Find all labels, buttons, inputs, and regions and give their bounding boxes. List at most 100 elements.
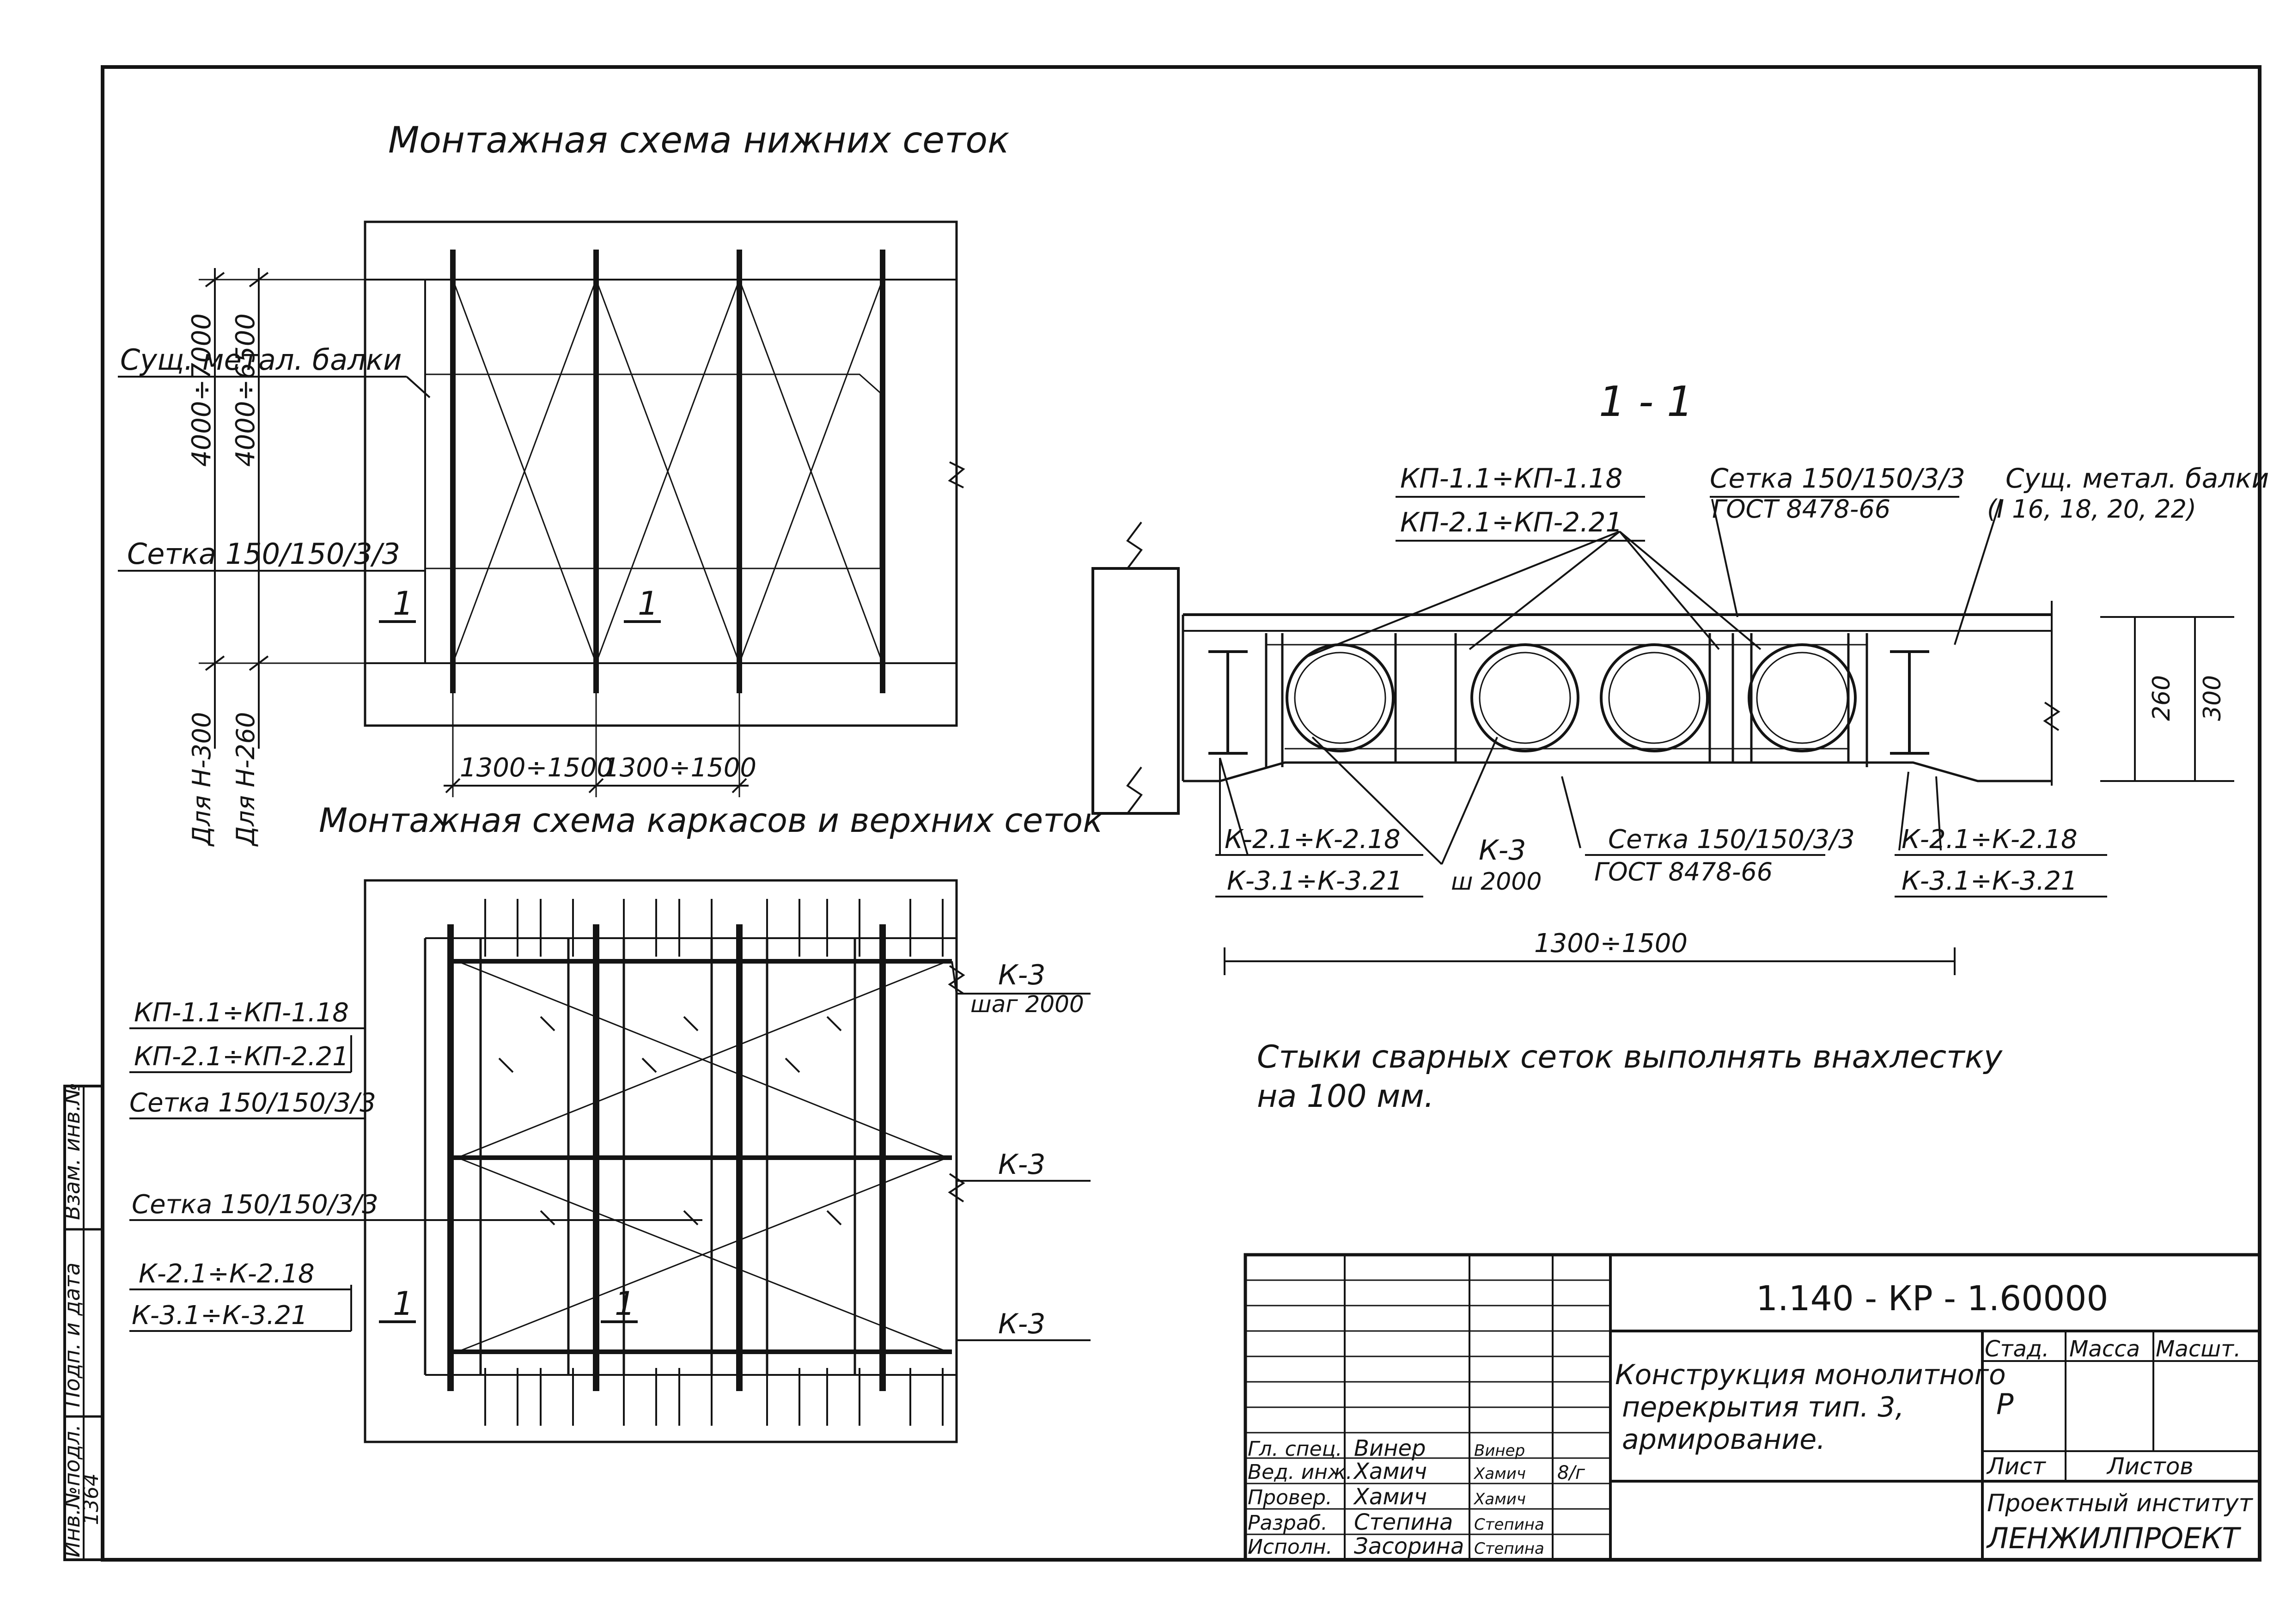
bottom-step-dimensions [444, 693, 749, 797]
section-drawing [1091, 521, 2060, 815]
bottom-label-beams: Сущ. метал. балки [120, 343, 402, 377]
role-sign-3: Степина [1474, 1515, 1544, 1534]
role-sign-2: Хамич [1473, 1490, 1526, 1508]
title-doc-code: 1.140 - КР - 1.60000 [1756, 1279, 2109, 1319]
frame-scheme-title: Монтажная схема каркасов и верхних сеток [319, 801, 1103, 840]
section-label-k3-left: К-3.1÷К-3.21 [1227, 866, 1403, 896]
section-slab-bottom [1183, 761, 2052, 782]
bottom-plan-break-mark [948, 461, 965, 488]
section-label-kp2: КП-2.1÷КП-2.21 [1400, 507, 1622, 538]
role-sign-0: Винер [1474, 1441, 1525, 1460]
title-sheets-label: Листов [2106, 1453, 2194, 1480]
role-date-1: 8/г [1557, 1462, 1585, 1484]
bottom-dim-height-b: Для H-260 [231, 712, 260, 847]
frame-mesh-crosses [457, 960, 948, 1353]
section-label-mesh-bottom: Сетка 150/150/3/3 [1608, 824, 1855, 855]
title-roles: Гл. спец. Винер Винер Вед. инж. Хамич Ха… [1248, 1435, 1585, 1559]
role-sign-4: Степина [1474, 1539, 1544, 1558]
bottom-mesh-crosses [452, 279, 884, 664]
section-void-1 [1286, 643, 1395, 752]
bottom-dim-step-a: 1300÷1500 [460, 753, 613, 783]
leader-beams-bottom-tick [406, 376, 431, 398]
section-dim-300: 300 [2199, 675, 2226, 721]
title-col-mass: Масса [2069, 1336, 2140, 1362]
section-frame-verticals [1265, 633, 1868, 767]
frame-label-mesh-a: Сетка 150/150/3/3 [129, 1088, 376, 1118]
section-dim-260: 260 [2148, 675, 2176, 721]
role-2: Провер. [1248, 1486, 1332, 1509]
frame-plan-outline [364, 879, 958, 1443]
side-stamp-col3: Взам. инв.№ [60, 1082, 85, 1220]
section-label-k2-right: К-2.1÷К-2.18 [1902, 824, 2078, 855]
section-label-mesh: Сетка 150/150/3/3 [1710, 463, 1965, 494]
bottom-mesh-title: Монтажная схема нижних сеток [388, 120, 1009, 161]
frame-plan-bottom-hatch [484, 1368, 944, 1426]
section-label-k3-right: К-3.1÷К-3.21 [1902, 866, 2078, 896]
title-sheet-label: Лист [1986, 1453, 2047, 1480]
section-label-beams-sizes: (I 16, 18, 20, 22) [1987, 495, 2196, 524]
side-stamp-inv-number: 1364 [79, 1473, 103, 1525]
section-label-beams: Сущ. метал. балки [2006, 463, 2269, 494]
role-sign-1: Хамич [1473, 1465, 1526, 1483]
title-org-line-2: ЛЕНЖИЛПРОЕКТ [1986, 1521, 2241, 1555]
bottom-label-mesh: Сетка 150/150/3/3 [127, 537, 400, 571]
role-0: Гл. спец. [1248, 1437, 1342, 1461]
section-dim-span: 1300÷1500 [1534, 928, 1688, 959]
frame-label-k2: К-2.1÷К-2.18 [139, 1259, 315, 1289]
section-void-4 [1748, 643, 1857, 752]
role-3: Разраб. [1248, 1511, 1328, 1535]
section-ibeam-left [1208, 650, 1248, 755]
section-title: 1 - 1 [1599, 378, 1693, 426]
frame-plan: 1 1 [364, 879, 965, 1443]
frame-section-mark-left: 1 [393, 1285, 414, 1323]
title-col-scale: Масшт. [2156, 1336, 2241, 1362]
title-line-1: Конструкция монолитного [1615, 1359, 2006, 1391]
frame-ticks [498, 1016, 842, 1226]
section-label-k2-left: К-2.1÷К-2.18 [1225, 824, 1401, 855]
frame-plan-top-hatch [484, 899, 944, 957]
role-1: Вед. инж. [1248, 1460, 1353, 1484]
frame-section-mark-mid: 1 [615, 1285, 635, 1323]
title-line-2: перекрытия тип. 3, [1622, 1391, 1904, 1423]
frame-label-k3: К-3.1÷К-3.21 [132, 1300, 308, 1331]
frame-label-kp1: КП-1.1÷КП-1.18 [134, 998, 349, 1028]
bottom-dim-span-a: 4000÷7000 [187, 313, 217, 467]
bottom-mesh-plan: 1 1 [364, 220, 965, 727]
role-name-1: Хамич [1353, 1459, 1427, 1484]
side-stamp: Взам. инв.№ Подп. и дата Инв.№подл. 1364 [60, 1082, 104, 1561]
title-block [1244, 1253, 2262, 1562]
section-leaders [1215, 496, 2234, 975]
bottom-section-mark-mid: 1 [638, 585, 658, 623]
note-line-1: Стыки сварных сеток выполнять внахлестку [1257, 1039, 2003, 1075]
frame-label-k3-step: шаг 2000 [970, 991, 1084, 1018]
side-stamp-col1: Инв.№подл. [60, 1424, 85, 1557]
role-name-0: Винер [1354, 1435, 1426, 1461]
side-stamp-col2: Подп. и дата [60, 1263, 85, 1407]
frame-right-leaders [951, 961, 1091, 1341]
section-label-k3-step: ш 2000 [1451, 868, 1542, 896]
frame-label-k3-top: К-3 [998, 959, 1045, 991]
frame-label-mesh-b: Сетка 150/150/3/3 [132, 1190, 378, 1220]
sheet-frame [101, 65, 2262, 1562]
title-line-3: армирование. [1622, 1423, 1825, 1456]
section-void-3 [1600, 643, 1709, 752]
role-name-2: Хамич [1353, 1484, 1427, 1510]
section-ibeam-right [1890, 650, 1929, 755]
note-line-2: на 100 мм. [1257, 1078, 1434, 1115]
section-void-2 [1470, 643, 1579, 752]
section-label-kp1: КП-1.1÷КП-1.18 [1400, 463, 1622, 494]
title-col-stage: Стад. [1985, 1336, 2049, 1362]
frame-label-kp2: КП-2.1÷КП-2.21 [134, 1042, 349, 1072]
frame-label-k3-mid: К-3 [998, 1148, 1045, 1181]
bottom-mesh-sheet-outline [425, 373, 881, 569]
title-org-line-1: Проектный институт [1987, 1490, 2254, 1517]
role-name-3: Степина [1354, 1509, 1453, 1535]
section-label-k3: К-3 [1479, 834, 1526, 867]
bottom-section-mark-left: 1 [393, 585, 414, 623]
section-label-mesh-gost: ГОСТ 8478-66 [1712, 495, 1890, 524]
frame-bars [479, 938, 856, 1375]
title-stage-value: Р [1996, 1387, 2014, 1421]
frame-label-k3-bottom: К-3 [998, 1308, 1045, 1340]
